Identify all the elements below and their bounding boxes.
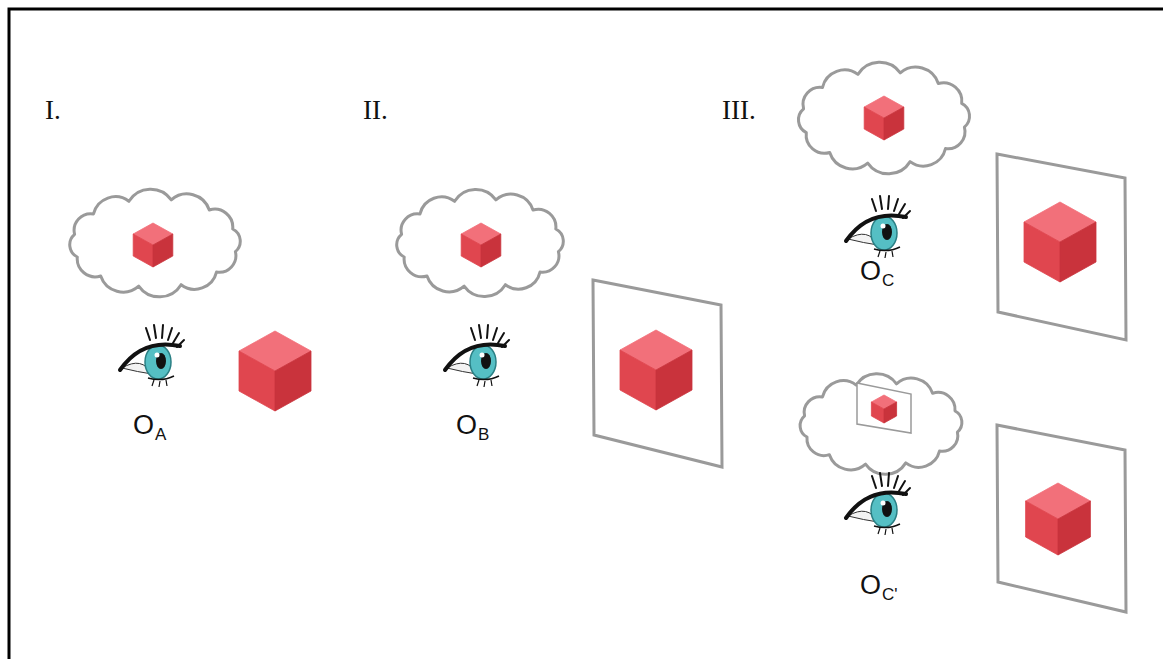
observer-letter: O: [456, 412, 477, 439]
eyelash: [493, 328, 497, 340]
upper-eyelid: [120, 344, 180, 370]
lower-lash: [477, 380, 479, 386]
lower-lash: [885, 529, 886, 535]
eyelash: [888, 196, 889, 209]
lower-lash: [159, 381, 160, 387]
red-cube: [871, 395, 896, 423]
thought-cloud: [70, 189, 241, 297]
red-cube: [239, 331, 311, 411]
cube-face: [871, 402, 884, 423]
lower-eyelid: [473, 376, 499, 380]
eye-highlight: [881, 501, 886, 506]
upper-eyelid: [846, 492, 906, 518]
eyelash: [173, 333, 179, 343]
red-cube: [1026, 483, 1091, 555]
upper-eyelid: [846, 215, 906, 241]
lower-eyelid: [148, 376, 174, 380]
picture-frame: [593, 280, 722, 467]
observer-letter: O: [133, 412, 154, 439]
lower-lash: [892, 528, 893, 534]
lower-lash: [878, 251, 880, 257]
eyelash: [880, 473, 882, 486]
lower-lash: [878, 528, 880, 534]
lower-lash: [892, 251, 893, 257]
cube-face: [620, 350, 656, 410]
observer-subscript: A: [155, 426, 166, 443]
lower-lash: [152, 380, 154, 386]
lower-eyelid: [874, 524, 900, 528]
eye-icon: [846, 473, 910, 535]
cube-face: [481, 234, 501, 267]
eye-iris: [871, 493, 897, 527]
eyelash: [872, 476, 876, 488]
eyelash: [168, 328, 172, 340]
cube-face: [133, 234, 153, 267]
eyelash: [471, 328, 475, 340]
picture-frame: [857, 383, 911, 433]
eyelash: [487, 325, 488, 338]
lower-lash: [491, 380, 492, 386]
observer-subscript: C': [882, 586, 898, 603]
cube-face: [239, 351, 275, 411]
cube-face: [884, 107, 904, 140]
picture-frame: [997, 154, 1126, 340]
cube-face: [275, 351, 311, 411]
eye-highlight: [480, 353, 485, 358]
thought-cloud: [800, 374, 962, 475]
cube-face: [864, 107, 884, 140]
thought-cloud: [397, 190, 564, 297]
eyelash: [899, 204, 905, 214]
observer-letter: O: [860, 258, 881, 285]
eye-icon: [445, 325, 509, 387]
eyelash: [894, 476, 898, 488]
eye-iris: [871, 216, 897, 250]
eye-highlight: [155, 353, 160, 358]
observer-subscript: B: [478, 426, 489, 443]
cube-face: [1024, 222, 1060, 282]
eyelash: [146, 328, 150, 340]
eyelash: [880, 196, 882, 209]
observer-letter: O: [860, 572, 881, 599]
red-cube: [864, 96, 904, 140]
picture-frame: [997, 425, 1126, 612]
eyelash: [498, 333, 504, 343]
eyelash: [154, 325, 156, 338]
red-cube: [461, 223, 501, 267]
eyelash: [872, 199, 876, 211]
panel-numeral: I.: [45, 97, 61, 124]
cube-face: [1060, 222, 1096, 282]
red-cube: [133, 223, 173, 267]
lower-lash: [484, 381, 485, 387]
panel-numeral: III.: [722, 97, 756, 124]
eye-icon: [846, 196, 910, 258]
eyelash: [479, 325, 481, 338]
eyelash: [894, 199, 898, 211]
red-cube: [620, 330, 692, 410]
cube-face: [1058, 501, 1090, 555]
observer-subscript: C: [882, 272, 894, 289]
cube-face: [461, 234, 481, 267]
eyelash: [888, 473, 889, 486]
upper-eyelid: [445, 344, 505, 370]
lower-eyelid: [874, 247, 900, 251]
cube-face: [153, 234, 173, 267]
eye-icon: [120, 325, 184, 387]
eye-highlight: [881, 224, 886, 229]
panel-numeral: II.: [363, 97, 388, 124]
figure-border: [9, 9, 1163, 659]
thought-cloud: [798, 62, 969, 174]
lower-lash: [885, 252, 886, 258]
eye-iris: [145, 345, 171, 379]
cube-face: [884, 402, 897, 423]
eyelash: [899, 481, 905, 491]
red-cube: [1024, 202, 1096, 282]
cube-face: [1026, 501, 1058, 555]
eye-iris: [470, 345, 496, 379]
lower-lash: [166, 380, 167, 386]
eyelash: [162, 325, 163, 338]
cube-face: [656, 350, 692, 410]
